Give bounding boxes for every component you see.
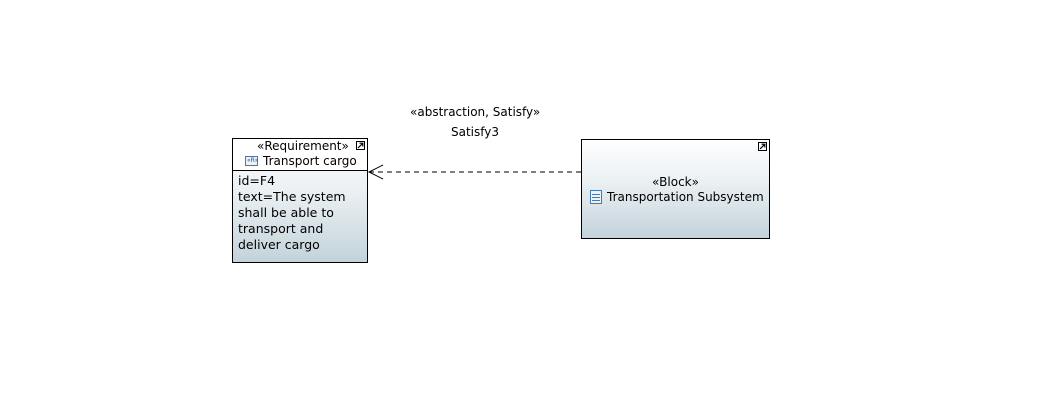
requirement-property-text-line: deliver cargo (238, 237, 320, 252)
block-name-row: Transportation Subsystem (590, 190, 764, 204)
open-arrowhead (367, 164, 384, 180)
requirement-property-text-line: shall be able to (238, 205, 334, 220)
requirement-name: Transport cargo (263, 154, 357, 168)
block-stereotype: «Block» (652, 175, 699, 189)
requirement-properties: id=F4 text=The system shall be able to t… (238, 173, 346, 253)
block-name: Transportation Subsystem (607, 190, 764, 204)
shortcut-arrow-icon[interactable] (356, 141, 365, 150)
block-node[interactable]: «Block» Transportation Subsystem (581, 139, 770, 239)
requirement-property-text-line: transport and (238, 221, 324, 236)
requirement-property-id: id=F4 (238, 173, 276, 188)
relationship-stereotype-label: «abstraction, Satisfy» (410, 105, 541, 119)
requirement-stereotype: «Requirement» (257, 139, 349, 153)
relationship-name-label: Satisfy3 (451, 125, 500, 139)
requirement-name-row: «R» Transport cargo (245, 154, 357, 168)
requirement-header: «Requirement» «R» Transport cargo (233, 139, 367, 171)
requirement-icon: «R» (245, 156, 259, 166)
shortcut-arrow-icon[interactable] (758, 142, 767, 151)
requirement-node[interactable]: «Requirement» «R» Transport cargo id=F4 … (232, 138, 368, 263)
requirement-property-text: text=The system (238, 189, 346, 204)
block-icon (590, 190, 602, 204)
